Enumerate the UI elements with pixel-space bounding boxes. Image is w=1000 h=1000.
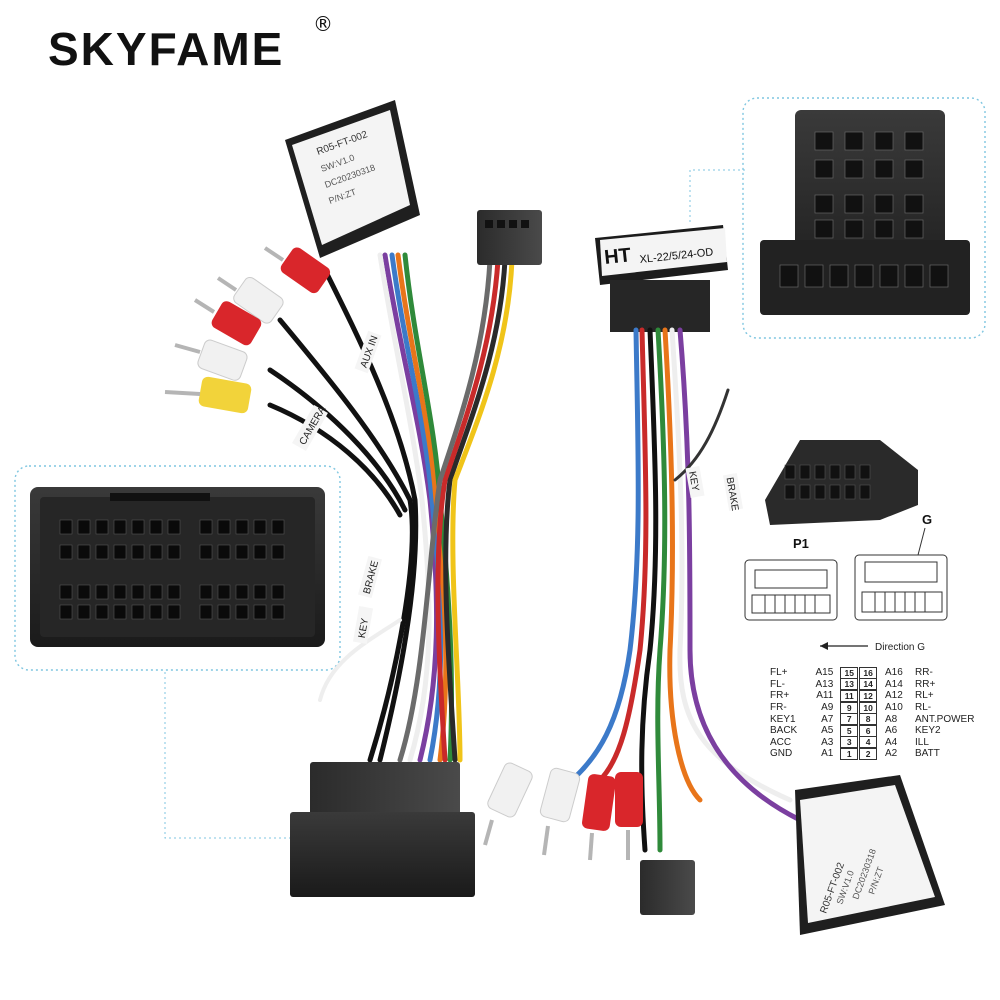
pin-right-addr: A16 bbox=[885, 667, 903, 679]
pin-right-addr: A6 bbox=[885, 725, 898, 737]
pin-right-number: 8 bbox=[859, 713, 877, 726]
left-bottom-connector bbox=[290, 762, 475, 897]
pin-left-name: FR+ bbox=[770, 690, 790, 702]
g-connector-drawing bbox=[854, 527, 948, 621]
pin-left-number: 3 bbox=[840, 736, 859, 749]
pin-right-addr: A8 bbox=[885, 713, 898, 725]
pin-left-addr: A15 bbox=[815, 667, 834, 679]
brand-logo: SKYFAME bbox=[48, 23, 285, 75]
right-wire-bundle bbox=[557, 327, 803, 853]
pin-left-number: 9 bbox=[840, 701, 859, 714]
pin-right-name: KEY2 bbox=[915, 725, 941, 737]
pin-left-number: 11 bbox=[840, 689, 859, 702]
pin-left-number: 5 bbox=[840, 724, 859, 737]
pin-right-addr: A2 bbox=[885, 748, 898, 760]
pin-left-addr: A11 bbox=[816, 690, 834, 702]
pin-left-number: 15 bbox=[840, 666, 859, 679]
pin-right-number: 6 bbox=[859, 724, 877, 737]
g-label: G bbox=[922, 512, 932, 527]
pin-left-name: ACC bbox=[770, 736, 792, 748]
p1-label: P1 bbox=[793, 536, 809, 551]
pin-left-name: FR- bbox=[770, 702, 787, 714]
pin-left-addr: A5 bbox=[821, 725, 834, 737]
tag-key-left: KEY bbox=[357, 617, 371, 639]
pin-right-name: RR+ bbox=[915, 678, 936, 690]
ht-brand-text: HT bbox=[603, 244, 632, 269]
tag-key-right: KEY bbox=[686, 470, 700, 492]
pin-left-addr: A13 bbox=[815, 678, 834, 690]
pin-right-number: 10 bbox=[859, 701, 877, 714]
pin-right-addr: A10 bbox=[885, 702, 903, 714]
pin-right-number: 2 bbox=[859, 747, 877, 760]
right-inset-frame bbox=[742, 97, 986, 339]
right-connector-face bbox=[760, 110, 970, 315]
direction-label: Direction G bbox=[875, 642, 925, 653]
pin-right-name: ILL bbox=[915, 736, 929, 748]
pin-right-addr: A14 bbox=[885, 678, 903, 690]
pin-right-number: 4 bbox=[859, 736, 877, 749]
right-module: R05-FT-002 SW:V1.0 DC20230318 P/N:ZT bbox=[795, 775, 945, 935]
pin-right-name: BATT bbox=[915, 748, 940, 760]
left-wire-tags: CAMERA AUX IN BRAKE KEY bbox=[292, 330, 382, 644]
left-wire-bundle bbox=[267, 252, 515, 763]
pin-left-addr: A9 bbox=[821, 702, 834, 714]
p1-connector-drawing bbox=[744, 559, 838, 621]
pin-right-name: RL- bbox=[915, 702, 932, 714]
pin-left-number: 1 bbox=[840, 747, 859, 760]
pin-right-name: ANT.POWER bbox=[915, 713, 975, 725]
pin-right-addr: A12 bbox=[885, 690, 903, 702]
right-rca-plugs bbox=[483, 762, 643, 861]
left-rca-plugs bbox=[164, 246, 331, 414]
pin-left-addr: A7 bbox=[821, 713, 834, 725]
pin-left-name: FL+ bbox=[770, 667, 788, 679]
pin-left-number: 7 bbox=[840, 713, 859, 726]
pin-right-addr: A4 bbox=[885, 736, 898, 748]
pin-left-name: BACK bbox=[770, 725, 798, 737]
right-wire-tags: BRAKE KEY bbox=[685, 466, 744, 512]
pin-left-addr: A1 bbox=[821, 748, 834, 760]
pin-left-name: KEY1 bbox=[770, 713, 796, 725]
pin-left-name: GND bbox=[770, 748, 793, 760]
pin-right-number: 16 bbox=[859, 666, 877, 679]
pin-left-name: FL- bbox=[770, 678, 785, 690]
pin-left-addr: A3 bbox=[821, 736, 834, 748]
pin-left-number: 13 bbox=[840, 678, 859, 691]
left-module: R05-FT-002 SW:V1.0 DC20230318 P/N:ZT bbox=[285, 100, 420, 258]
ht-connector: HT XL-22/5/24-OD bbox=[595, 225, 728, 332]
pin-right-number: 12 bbox=[859, 689, 877, 702]
left-inset-frame bbox=[14, 465, 341, 671]
left-connector-face bbox=[30, 487, 325, 647]
pin-right-name: RL+ bbox=[915, 690, 934, 702]
registered-mark: ® bbox=[313, 12, 333, 36]
black-connector-image bbox=[765, 440, 918, 525]
left-top-connector bbox=[477, 210, 542, 265]
pin-right-number: 14 bbox=[859, 678, 877, 691]
right-bottom-connector bbox=[640, 860, 695, 915]
pin-right-name: RR- bbox=[915, 667, 933, 679]
